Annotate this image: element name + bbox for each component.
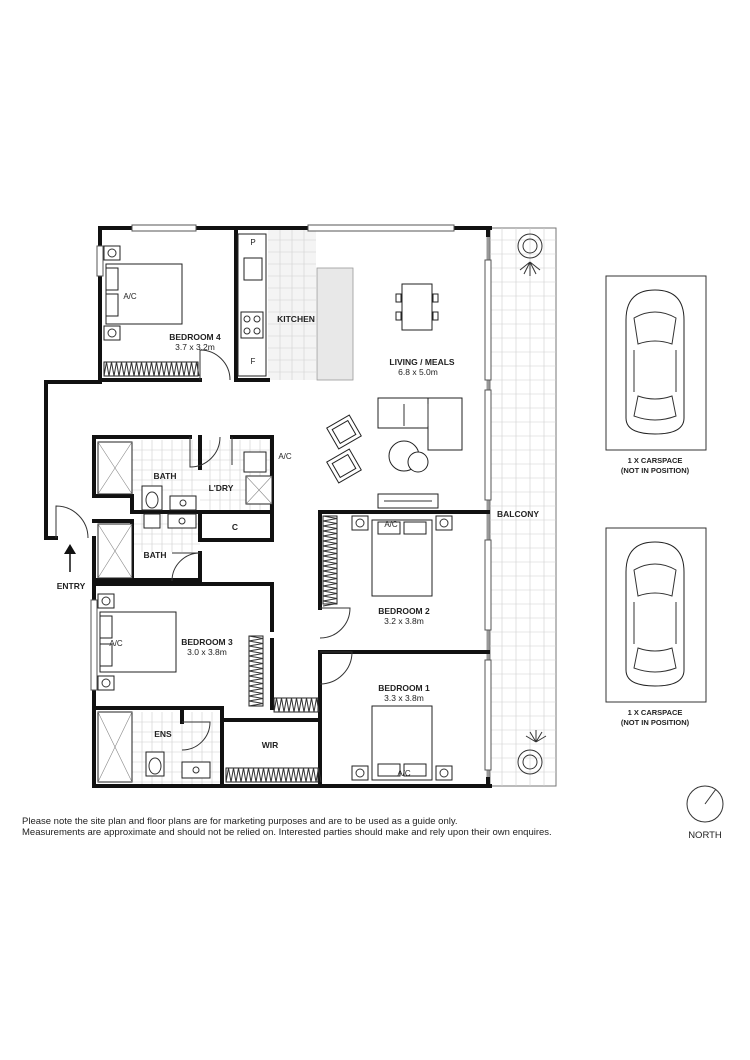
entry-arrow-icon	[64, 544, 76, 572]
north-compass-icon	[686, 785, 724, 823]
bedroom3-bed	[97, 593, 177, 691]
bedroom1-name: BEDROOM 1	[378, 683, 430, 693]
bedroom3-name: BEDROOM 3	[181, 637, 233, 647]
car-icon	[625, 289, 685, 435]
bedroom4-bed	[103, 245, 183, 341]
bath1-name: BATH	[154, 471, 177, 481]
fridge-label: F	[251, 357, 256, 366]
ensuite-fixtures	[97, 711, 211, 783]
laundry-name: L'DRY	[209, 483, 234, 493]
car-icon	[625, 541, 685, 687]
carspace-2-line1: 1 X CARSPACE	[628, 708, 683, 717]
plant-icon	[517, 730, 547, 775]
balcony-name: BALCONY	[497, 509, 539, 519]
disclaimer-line1: Please note the site plan and floor plan…	[22, 816, 458, 827]
balcony-deck	[486, 227, 557, 787]
carspace-1	[605, 275, 707, 451]
ac-label-bed2: A/C	[384, 520, 398, 529]
bedroom4-name: BEDROOM 4	[169, 332, 221, 342]
room-labels: BEDROOM 4 3.7 x 3.2m KITCHEN P F LIVING …	[57, 238, 722, 841]
pantry-label: P	[250, 238, 255, 247]
disclaimer: Please note the site plan and floor plan…	[22, 816, 662, 838]
bedroom3-size: 3.0 x 3.8m	[187, 647, 227, 657]
windows	[90, 224, 492, 771]
ac-label-bed3: A/C	[109, 639, 123, 648]
bedroom2-name: BEDROOM 2	[378, 606, 430, 616]
bedroom1-bed	[351, 705, 453, 781]
kitchen-floor-tiles	[268, 228, 316, 380]
north-label: NORTH	[688, 830, 722, 841]
doors	[55, 349, 353, 751]
ensuite-name: ENS	[154, 729, 172, 739]
living-name: LIVING / MEALS	[389, 357, 455, 367]
cupboard-name: C	[232, 522, 238, 532]
ac-label-laundry: A/C	[278, 452, 292, 461]
carspace-2-line2: (NOT IN POSITION)	[621, 718, 690, 727]
carspace-2	[605, 527, 707, 703]
entry-label: ENTRY	[57, 581, 86, 591]
living-size: 6.8 x 5.0m	[398, 367, 438, 377]
bedroom4-size: 3.7 x 3.2m	[175, 342, 215, 352]
carspace-1-line2: (NOT IN POSITION)	[621, 466, 690, 475]
kitchen-fixtures	[237, 233, 354, 381]
bath-fixtures	[97, 441, 273, 579]
ac-label-bed4: A/C	[123, 292, 137, 301]
wardrobes	[103, 361, 338, 783]
living-furniture	[326, 283, 463, 509]
disclaimer-line2: Measurements are approximate and should …	[22, 827, 552, 838]
wir-name: WIR	[262, 740, 279, 750]
bath2-name: BATH	[144, 550, 167, 560]
kitchen-name: KITCHEN	[277, 314, 315, 324]
bedroom2-size: 3.2 x 3.8m	[384, 616, 424, 626]
bedroom1-size: 3.3 x 3.8m	[384, 693, 424, 703]
carspace-1-line1: 1 X CARSPACE	[628, 456, 683, 465]
bedroom2-bed	[351, 515, 453, 597]
plant-icon	[517, 233, 543, 276]
ac-label-bed1: A/C	[397, 769, 411, 778]
